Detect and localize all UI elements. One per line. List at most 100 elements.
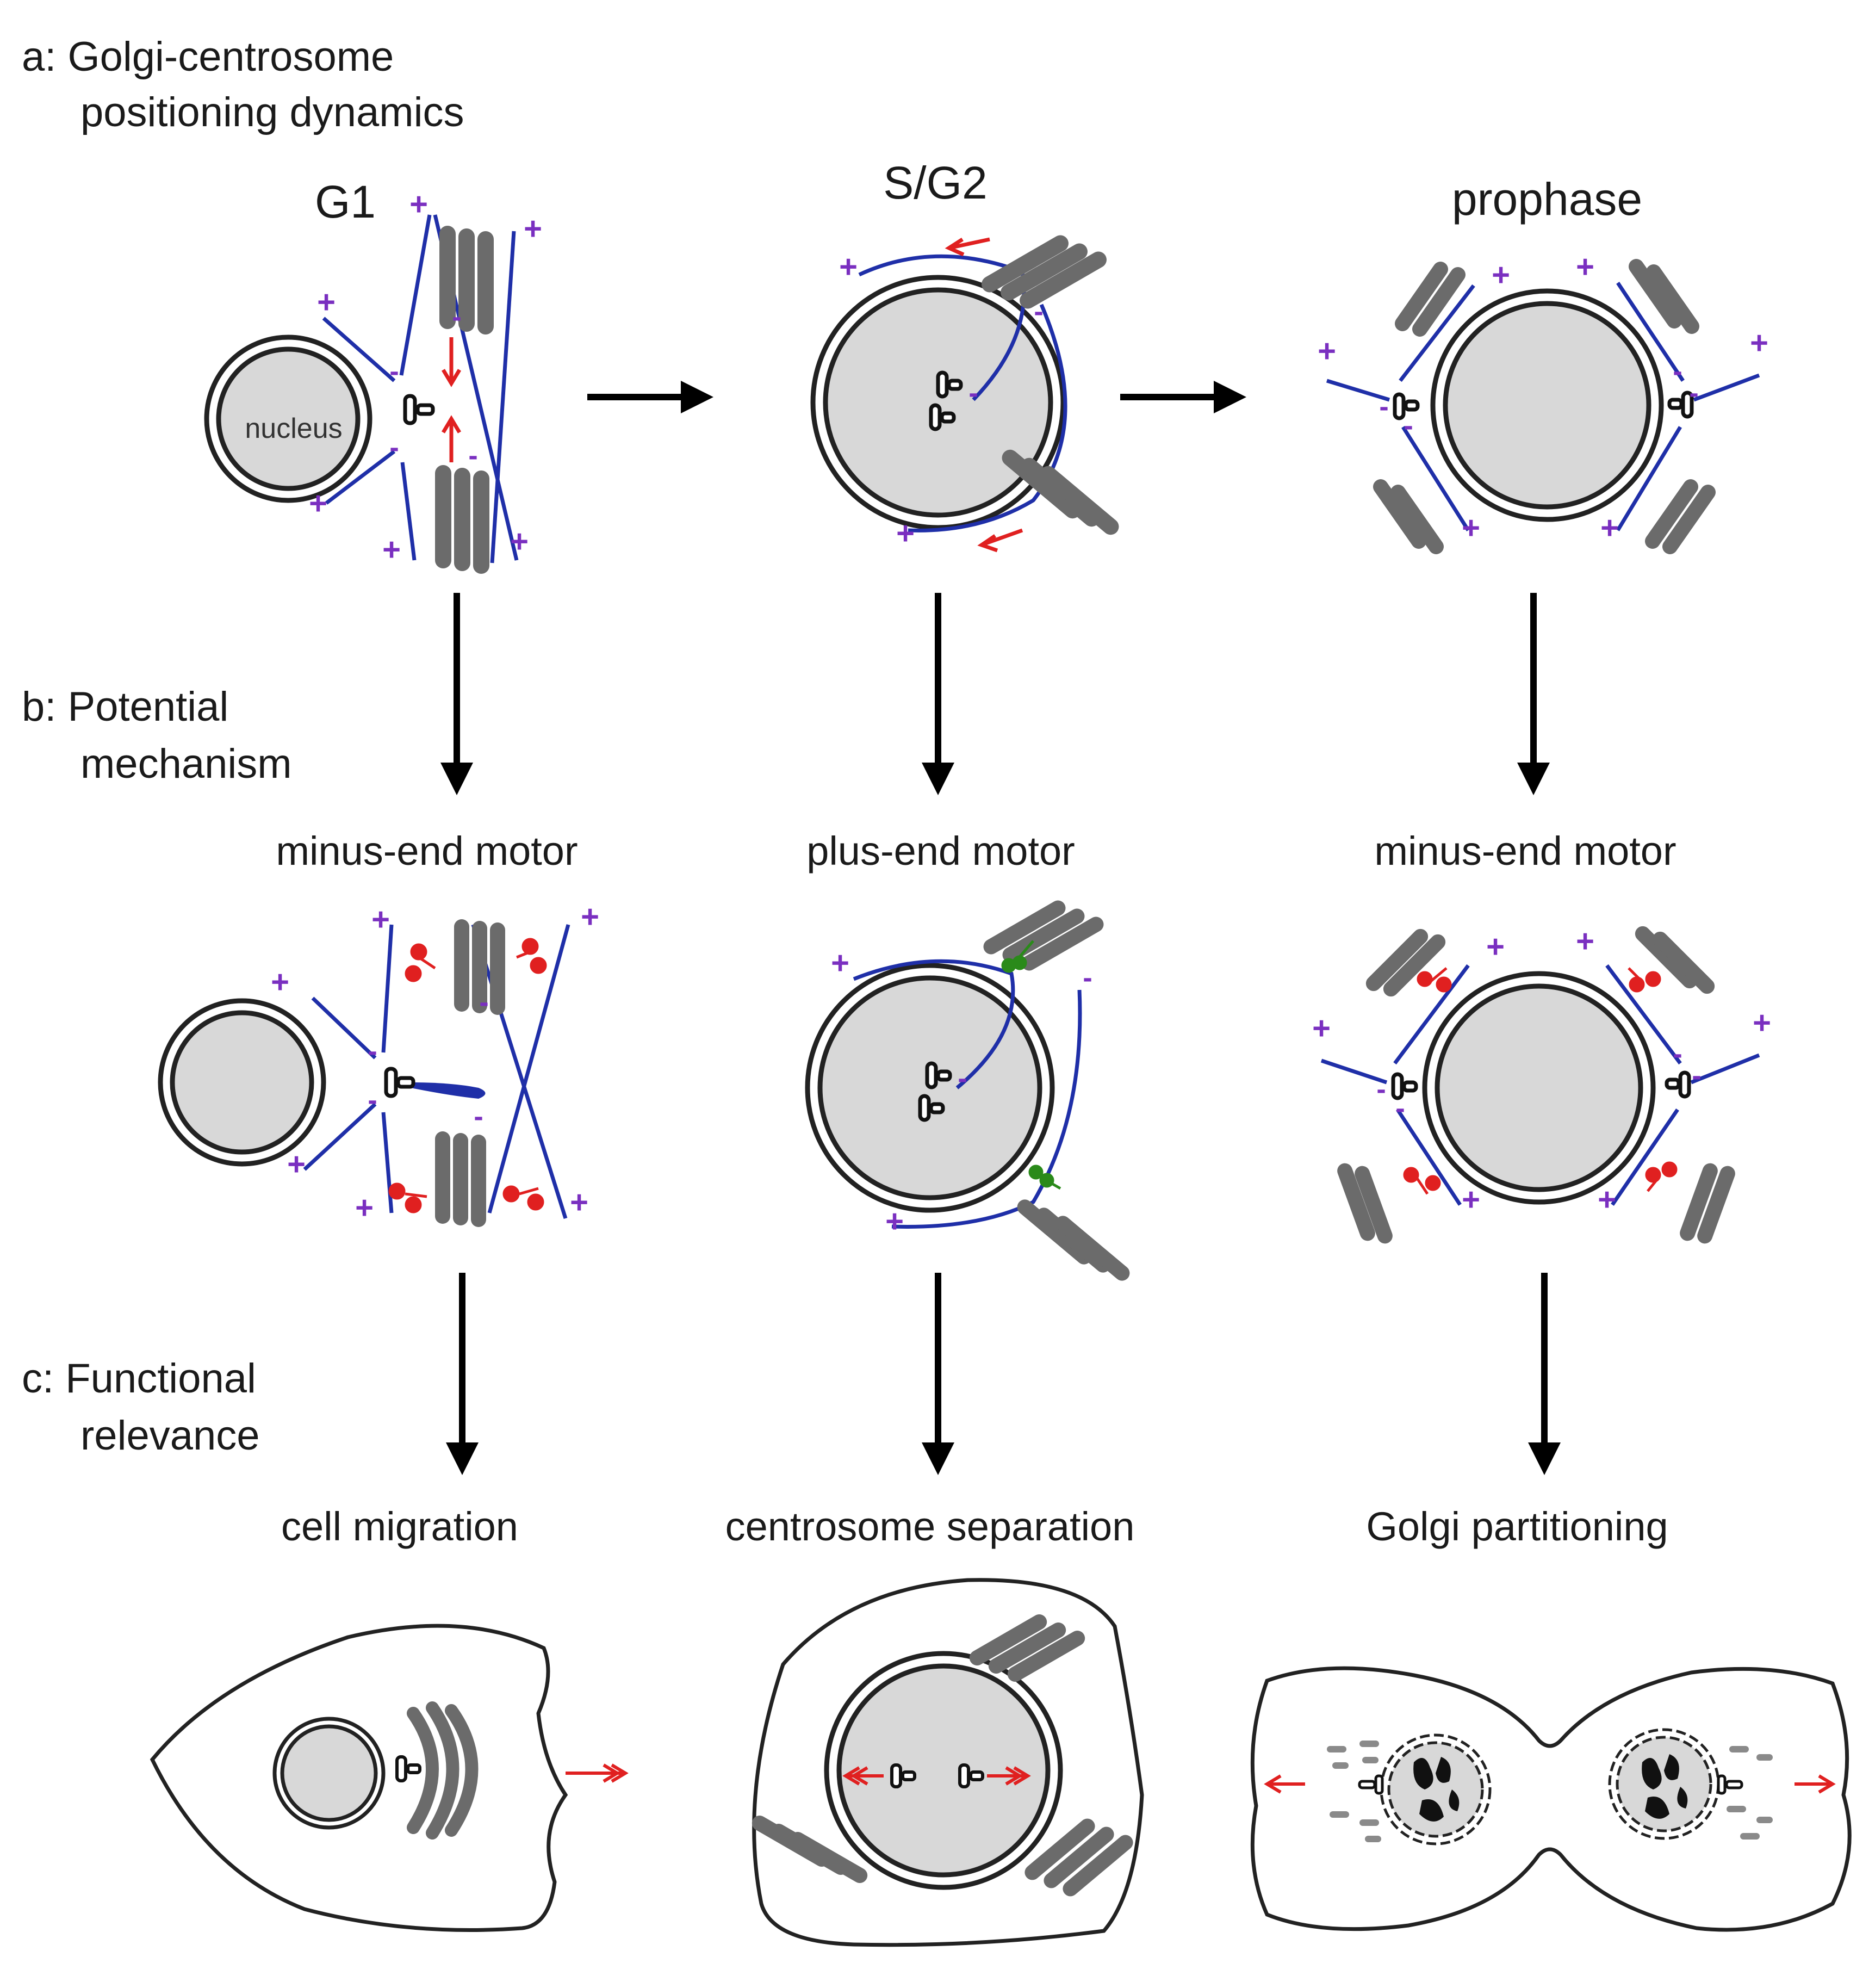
motion-arrows [945, 237, 1023, 553]
mechanism-label-g1: minus-end motor [276, 828, 578, 874]
plus-end-mark: + [371, 902, 390, 937]
left-daughter-chromatin [1380, 1733, 1492, 1845]
golgi-fragments [1327, 1741, 1773, 1842]
minus-end-mark: - [368, 1085, 377, 1116]
section-c-heading: c: Functional relevance [22, 1355, 260, 1459]
plus-end-mark: + [309, 486, 327, 521]
plus-end-mark: + [409, 187, 428, 222]
function-label-migration: cell migration [281, 1504, 518, 1549]
plus-end-mark: + [524, 211, 542, 246]
minus-end-mark: - [368, 1036, 377, 1067]
minus-end-mark: - [1673, 1038, 1682, 1070]
plus-end-mark: + [1600, 510, 1619, 546]
plus-end-mark: + [885, 1204, 904, 1239]
panel-b-sg2 [805, 900, 1130, 1281]
plus-end-mark: + [1753, 1005, 1771, 1041]
plus-end-mark: + [510, 524, 529, 559]
minus-end-mark: - [1376, 1074, 1386, 1105]
microtubules [303, 924, 570, 1219]
centrosome [918, 1061, 952, 1122]
plus-end-mark: + [831, 945, 849, 981]
minus-motors [1403, 967, 1678, 1195]
panel-a-sg2 [810, 235, 1119, 553]
minus-end-mark: - [1379, 391, 1388, 423]
golgi-stack [752, 1614, 1133, 1897]
golgi-stack [407, 1701, 479, 1840]
nucleus [158, 998, 326, 1167]
section-c-line1: c: Functional [22, 1355, 256, 1402]
plus-end-mark: + [355, 1190, 374, 1225]
panel-a-prophase [1326, 259, 1760, 554]
nucleus [272, 1717, 386, 1830]
golgi-stack [1373, 259, 1716, 554]
minus-end-mark: - [1395, 1093, 1405, 1124]
minus-end-mark: - [468, 440, 477, 472]
panel-c-migration [150, 1624, 629, 1932]
mechanism-label-sg2: plus-end motor [806, 828, 1075, 874]
plus-end-mark: + [1492, 257, 1510, 293]
minus-end-mark: - [1083, 962, 1092, 994]
nucleus [1422, 971, 1656, 1205]
minus-motors [388, 938, 547, 1213]
nucleus [1430, 288, 1664, 522]
plus-end-mark: + [287, 1147, 306, 1182]
section-a-line2: positioning dynamics [80, 89, 464, 135]
section-a-heading: a: Golgi-centrosome positioning dynamics [22, 34, 464, 135]
microtubules [1326, 282, 1760, 531]
section-c-line2: relevance [80, 1413, 260, 1459]
golgi-stack [982, 235, 1119, 535]
cell-outline [1250, 1666, 1852, 1932]
centrosome [929, 370, 963, 431]
plus-end-mark: + [1486, 929, 1505, 964]
centrosome [384, 1067, 415, 1098]
panel-c-separation [752, 1578, 1144, 1947]
stage-label-g1: G1 [315, 176, 376, 227]
stage-label-prophase: prophase [1452, 174, 1642, 225]
plus-end-mark: + [896, 516, 915, 551]
minus-end-mark: - [1689, 377, 1698, 409]
polarity-marks: ++++++----++--++++++----++++++----++--++… [271, 187, 1771, 1239]
plus-end-mark: + [581, 899, 599, 934]
migration-arrow [566, 1763, 629, 1783]
plus-end-mark: + [1576, 924, 1594, 959]
plus-end-mark: + [1462, 510, 1480, 546]
centrosome [403, 394, 435, 425]
separation-arrows [842, 1766, 1031, 1786]
plus-end-mark: + [1598, 1182, 1616, 1217]
function-label-separation: centrosome separation [725, 1504, 1135, 1549]
nucleus [810, 275, 1066, 530]
plus-end-mark: + [1312, 1011, 1331, 1046]
partition-arrows [1264, 1774, 1836, 1794]
minus-end-mark: - [1692, 1060, 1701, 1092]
centrosome [1391, 1070, 1691, 1100]
motion-arrows [441, 337, 462, 462]
nucleus [824, 1651, 1063, 1890]
minus-end-mark: - [1404, 410, 1413, 442]
plus-end-mark: + [317, 284, 336, 320]
plus-end-mark: + [271, 964, 289, 1000]
dynein-tail [411, 1082, 486, 1099]
centrosome [1393, 391, 1694, 420]
centrosome [890, 1763, 984, 1788]
plus-end-mark: + [839, 249, 858, 284]
microtubules [853, 959, 1082, 1229]
panel-c-partitioning [1250, 1666, 1852, 1932]
golgi-stack [1337, 926, 1735, 1244]
right-daughter-chromatin [1608, 1728, 1720, 1840]
golgi-stack [435, 919, 505, 1227]
plus-end-mark: + [1462, 1182, 1480, 1217]
plus-end-mark: + [570, 1185, 588, 1220]
plus-end-mark: + [1576, 249, 1594, 284]
minus-end-mark: - [968, 377, 978, 409]
minus-end-mark: - [474, 1101, 483, 1132]
section-b-line1: b: Potential [22, 684, 228, 730]
microtubules [1320, 964, 1760, 1206]
stage-label-sg2: S/G2 [883, 157, 987, 208]
flow-arrows [440, 381, 1561, 1475]
minus-end-mark: - [389, 432, 399, 463]
minus-end-mark: - [1034, 296, 1043, 327]
plus-end-mark: + [1750, 325, 1768, 361]
mechanism-label-prophase: minus-end motor [1374, 828, 1676, 874]
section-b-line2: mechanism [80, 741, 292, 787]
